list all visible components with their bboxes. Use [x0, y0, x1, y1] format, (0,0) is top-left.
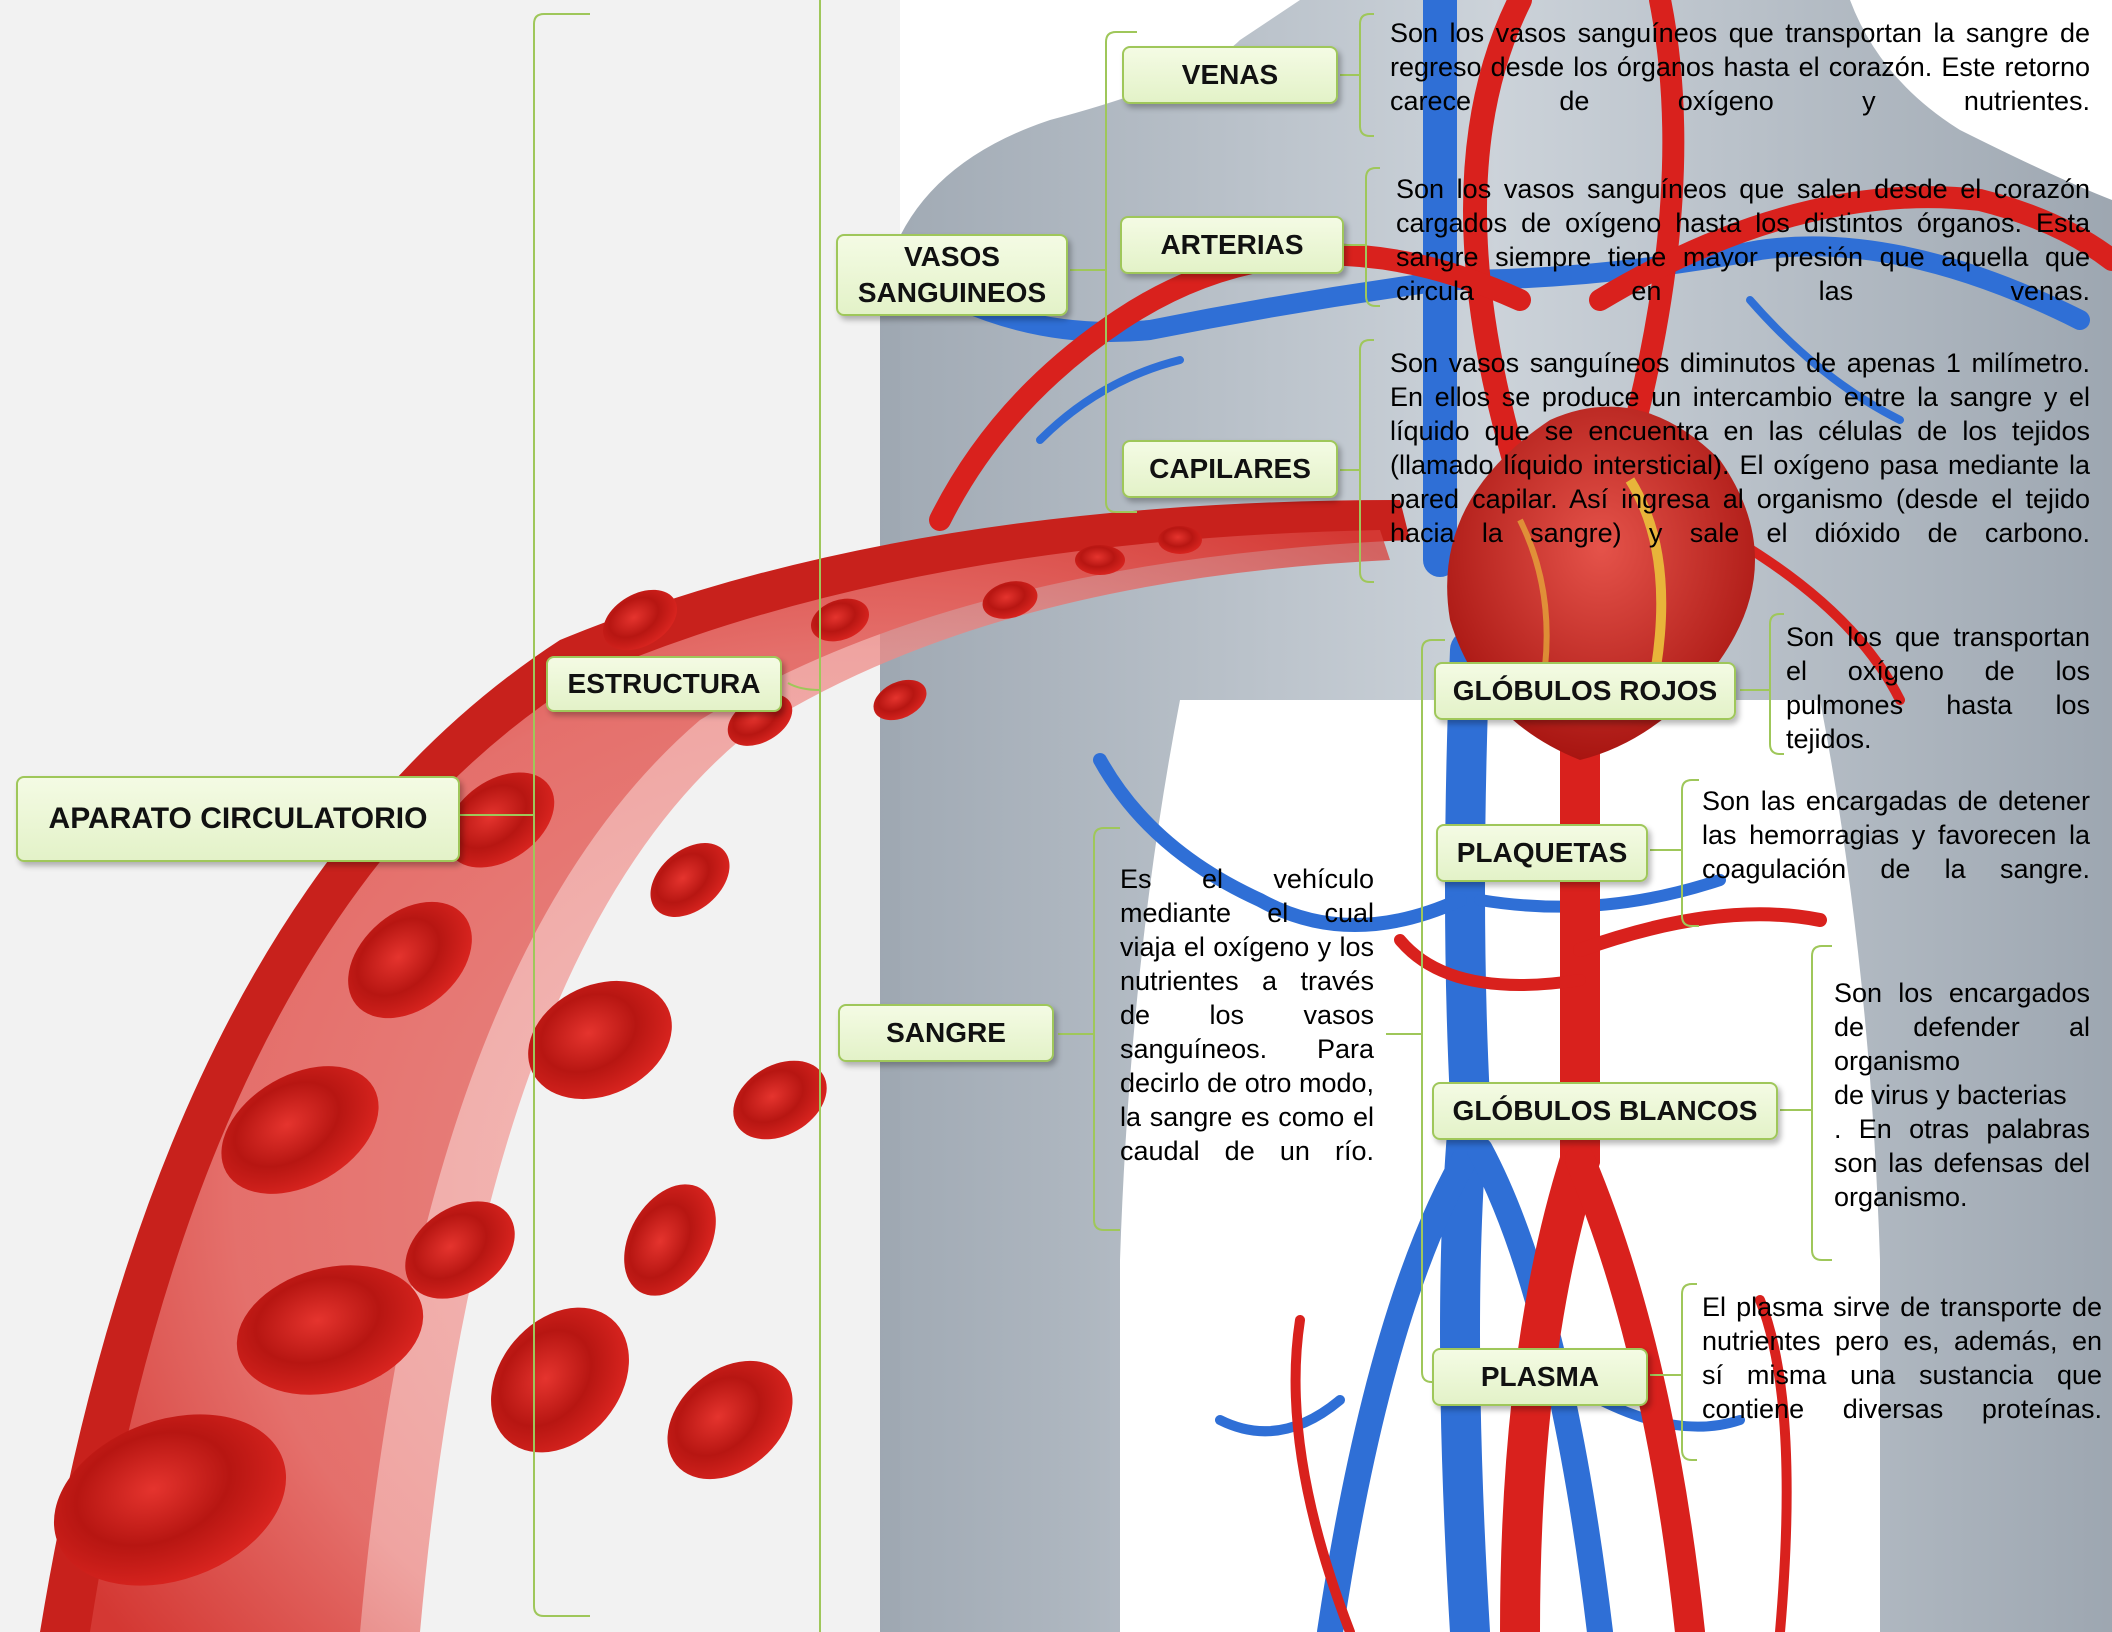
node-arterias[interactable]: ARTERIAS: [1120, 216, 1344, 274]
node-sangre[interactable]: SANGRE: [838, 1004, 1054, 1062]
node-vasos-sanguineos[interactable]: VASOS SANGUINEOS: [836, 234, 1068, 316]
desc-sangre: Es el vehículo mediante el cual viaja el…: [1120, 862, 1374, 1168]
node-globulos-blancos[interactable]: GLÓBULOS BLANCOS: [1432, 1082, 1778, 1140]
desc-arterias: Son los vasos sanguíneos que salen desde…: [1396, 172, 2090, 308]
desc-plasma: El plasma sirve de transporte de nutrien…: [1702, 1290, 2102, 1426]
node-capilares[interactable]: CAPILARES: [1122, 440, 1338, 498]
desc-plaquetas: Son las encargadas de detener las hemorr…: [1702, 784, 2090, 886]
desc-globulos-rojos: Son los que transportan el oxígeno de lo…: [1786, 620, 2090, 756]
node-plasma[interactable]: PLASMA: [1432, 1348, 1648, 1406]
node-venas[interactable]: VENAS: [1122, 46, 1338, 104]
desc-venas: Son los vasos sanguíneos que transportan…: [1390, 16, 2090, 118]
desc-capilares: Son vasos sanguíneos diminutos de apenas…: [1390, 346, 2090, 550]
desc-globulos-blancos: Son los encargados de defender al organi…: [1834, 976, 2090, 1214]
node-plaquetas[interactable]: PLAQUETAS: [1436, 824, 1648, 882]
root-node-aparato-circulatorio[interactable]: APARATO CIRCULATORIO: [16, 776, 460, 862]
node-globulos-rojos[interactable]: GLÓBULOS ROJOS: [1434, 662, 1736, 720]
node-estructura[interactable]: ESTRUCTURA: [546, 656, 782, 712]
